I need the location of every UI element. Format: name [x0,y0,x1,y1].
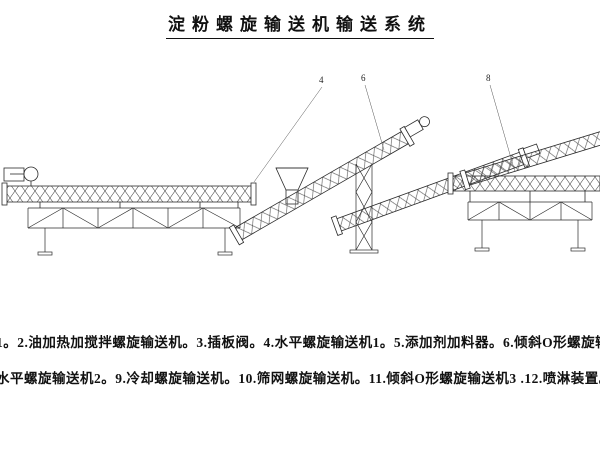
inclined-conveyor-2 [228,116,430,246]
drive-motor-inclined-2 [404,116,430,138]
support-truss-2 [467,201,593,252]
horizontal-conveyor-1 [1,166,257,208]
system-diagram: 4 6 8 [1,73,600,256]
support-truss-1 [27,207,241,256]
legend-line-1: 1。2.油加热加搅拌螺旋输送机。3.插板阀。4.水平螺旋输送机1。5.添加剂加料… [0,335,600,350]
drive-motor-left [3,166,39,186]
callout-label-8: 8 [486,73,491,83]
callout-label-4: 4 [319,75,324,85]
inclined-conveyor-4 [459,114,600,191]
legend-line-2: 水平螺旋输送机2。9.冷却螺旋输送机。10.筛网螺旋输送机。11.倾斜O形螺旋输… [0,371,600,386]
support-tower [349,163,379,254]
page-title-text: 淀粉螺旋输送机输送系统 [166,10,434,39]
callout-label-6: 6 [361,73,366,83]
callout-leaders [253,84,516,183]
page-title: 淀粉螺旋输送机输送系统 [0,10,600,39]
horizontal-conveyor-2 [447,172,600,202]
